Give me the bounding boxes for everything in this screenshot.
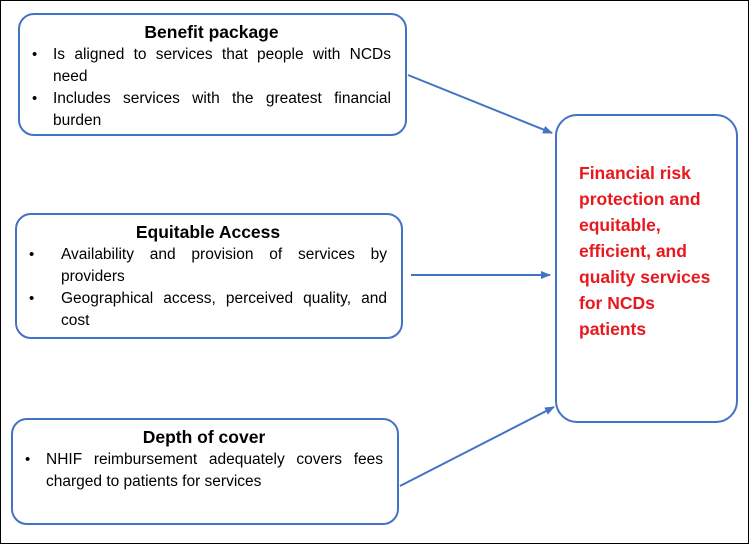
depth-of-cover-item: NHIF reimbursement adequately covers fee… — [25, 449, 383, 493]
depth-of-cover-title: Depth of cover — [142, 427, 266, 447]
arrow-depth-to-outcome — [399, 406, 555, 487]
equitable-access-item: Availability and provision of services b… — [29, 244, 387, 288]
depth-of-cover-box: Depth of cover NHIF reimbursement adequa… — [11, 418, 399, 525]
equitable-access-item: Geographical access, perceived quality, … — [29, 288, 387, 332]
benefit-package-box: Benefit package Is aligned to services t… — [18, 13, 407, 136]
equitable-access-title: Equitable Access — [135, 222, 281, 242]
benefit-package-title: Benefit package — [144, 22, 279, 42]
equitable-access-box: Equitable Access Availability and provis… — [15, 213, 403, 339]
outcome-box: Financial risk protection and equitable,… — [555, 114, 738, 423]
benefit-package-item: Is aligned to services that people with … — [32, 44, 391, 88]
depth-of-cover-list: NHIF reimbursement adequately covers fee… — [25, 449, 383, 493]
equitable-access-list: Availability and provision of services b… — [29, 244, 387, 332]
outcome-text: Financial risk protection and equitable,… — [579, 163, 711, 339]
benefit-package-item: Includes services with the greatest fina… — [32, 88, 391, 132]
arrow-benefit-to-outcome — [407, 74, 553, 134]
benefit-package-list: Is aligned to services that people with … — [32, 44, 391, 132]
